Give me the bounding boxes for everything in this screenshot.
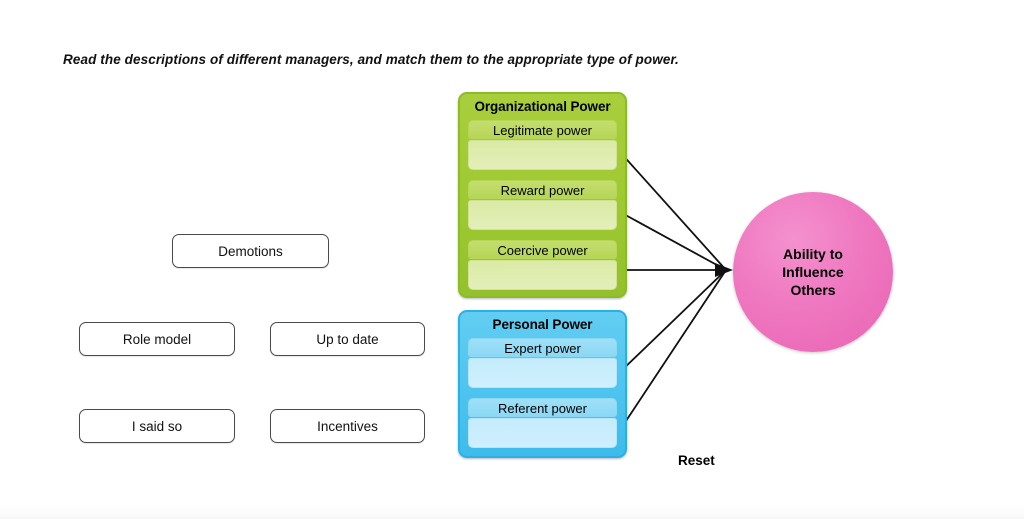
slot-label-legitimate-power: Legitimate power [468, 120, 617, 139]
slot-reward-power[interactable]: Reward power [468, 180, 617, 230]
connector-legitimate-power [619, 151, 727, 271]
panel-organizational-power: Organizational Power Legitimate power Re… [458, 92, 627, 298]
chip-i-said-so[interactable]: I said so [79, 409, 235, 443]
panel-title-personal-power: Personal Power [492, 317, 593, 332]
chip-incentives[interactable]: Incentives [270, 409, 425, 443]
reset-button[interactable]: Reset [678, 453, 715, 468]
connector-referent-power [619, 269, 727, 431]
bottom-edge-band [0, 506, 1024, 519]
dropzone-expert-power[interactable] [468, 358, 617, 388]
ability-to-influence-others-circle: Ability to Influence Others [733, 192, 893, 352]
slot-label-reward-power: Reward power [468, 180, 617, 199]
dropzone-coercive-power[interactable] [468, 260, 617, 290]
connector-expert-power [619, 269, 727, 373]
panel-personal-power: Personal Power Expert power Referent pow… [458, 310, 627, 458]
dropzone-referent-power[interactable] [468, 418, 617, 448]
connector-reward-power [619, 211, 727, 271]
slot-expert-power[interactable]: Expert power [468, 338, 617, 388]
chip-role-model[interactable]: Role model [79, 322, 235, 356]
slot-referent-power[interactable]: Referent power [468, 398, 617, 448]
chip-up-to-date[interactable]: Up to date [270, 322, 425, 356]
dropzone-legitimate-power[interactable] [468, 140, 617, 170]
slot-legitimate-power[interactable]: Legitimate power [468, 120, 617, 170]
instruction-text: Read the descriptions of different manag… [63, 52, 679, 67]
slot-label-expert-power: Expert power [468, 338, 617, 357]
slot-coercive-power[interactable]: Coercive power [468, 240, 617, 290]
panel-title-organizational-power: Organizational Power [474, 99, 611, 114]
connector-arrowhead [715, 263, 733, 277]
chip-demotions[interactable]: Demotions [172, 234, 329, 268]
slot-label-referent-power: Referent power [468, 398, 617, 417]
dropzone-reward-power[interactable] [468, 200, 617, 230]
slot-label-coercive-power: Coercive power [468, 240, 617, 259]
ability-to-influence-others-label: Ability to Influence Others [782, 246, 844, 298]
